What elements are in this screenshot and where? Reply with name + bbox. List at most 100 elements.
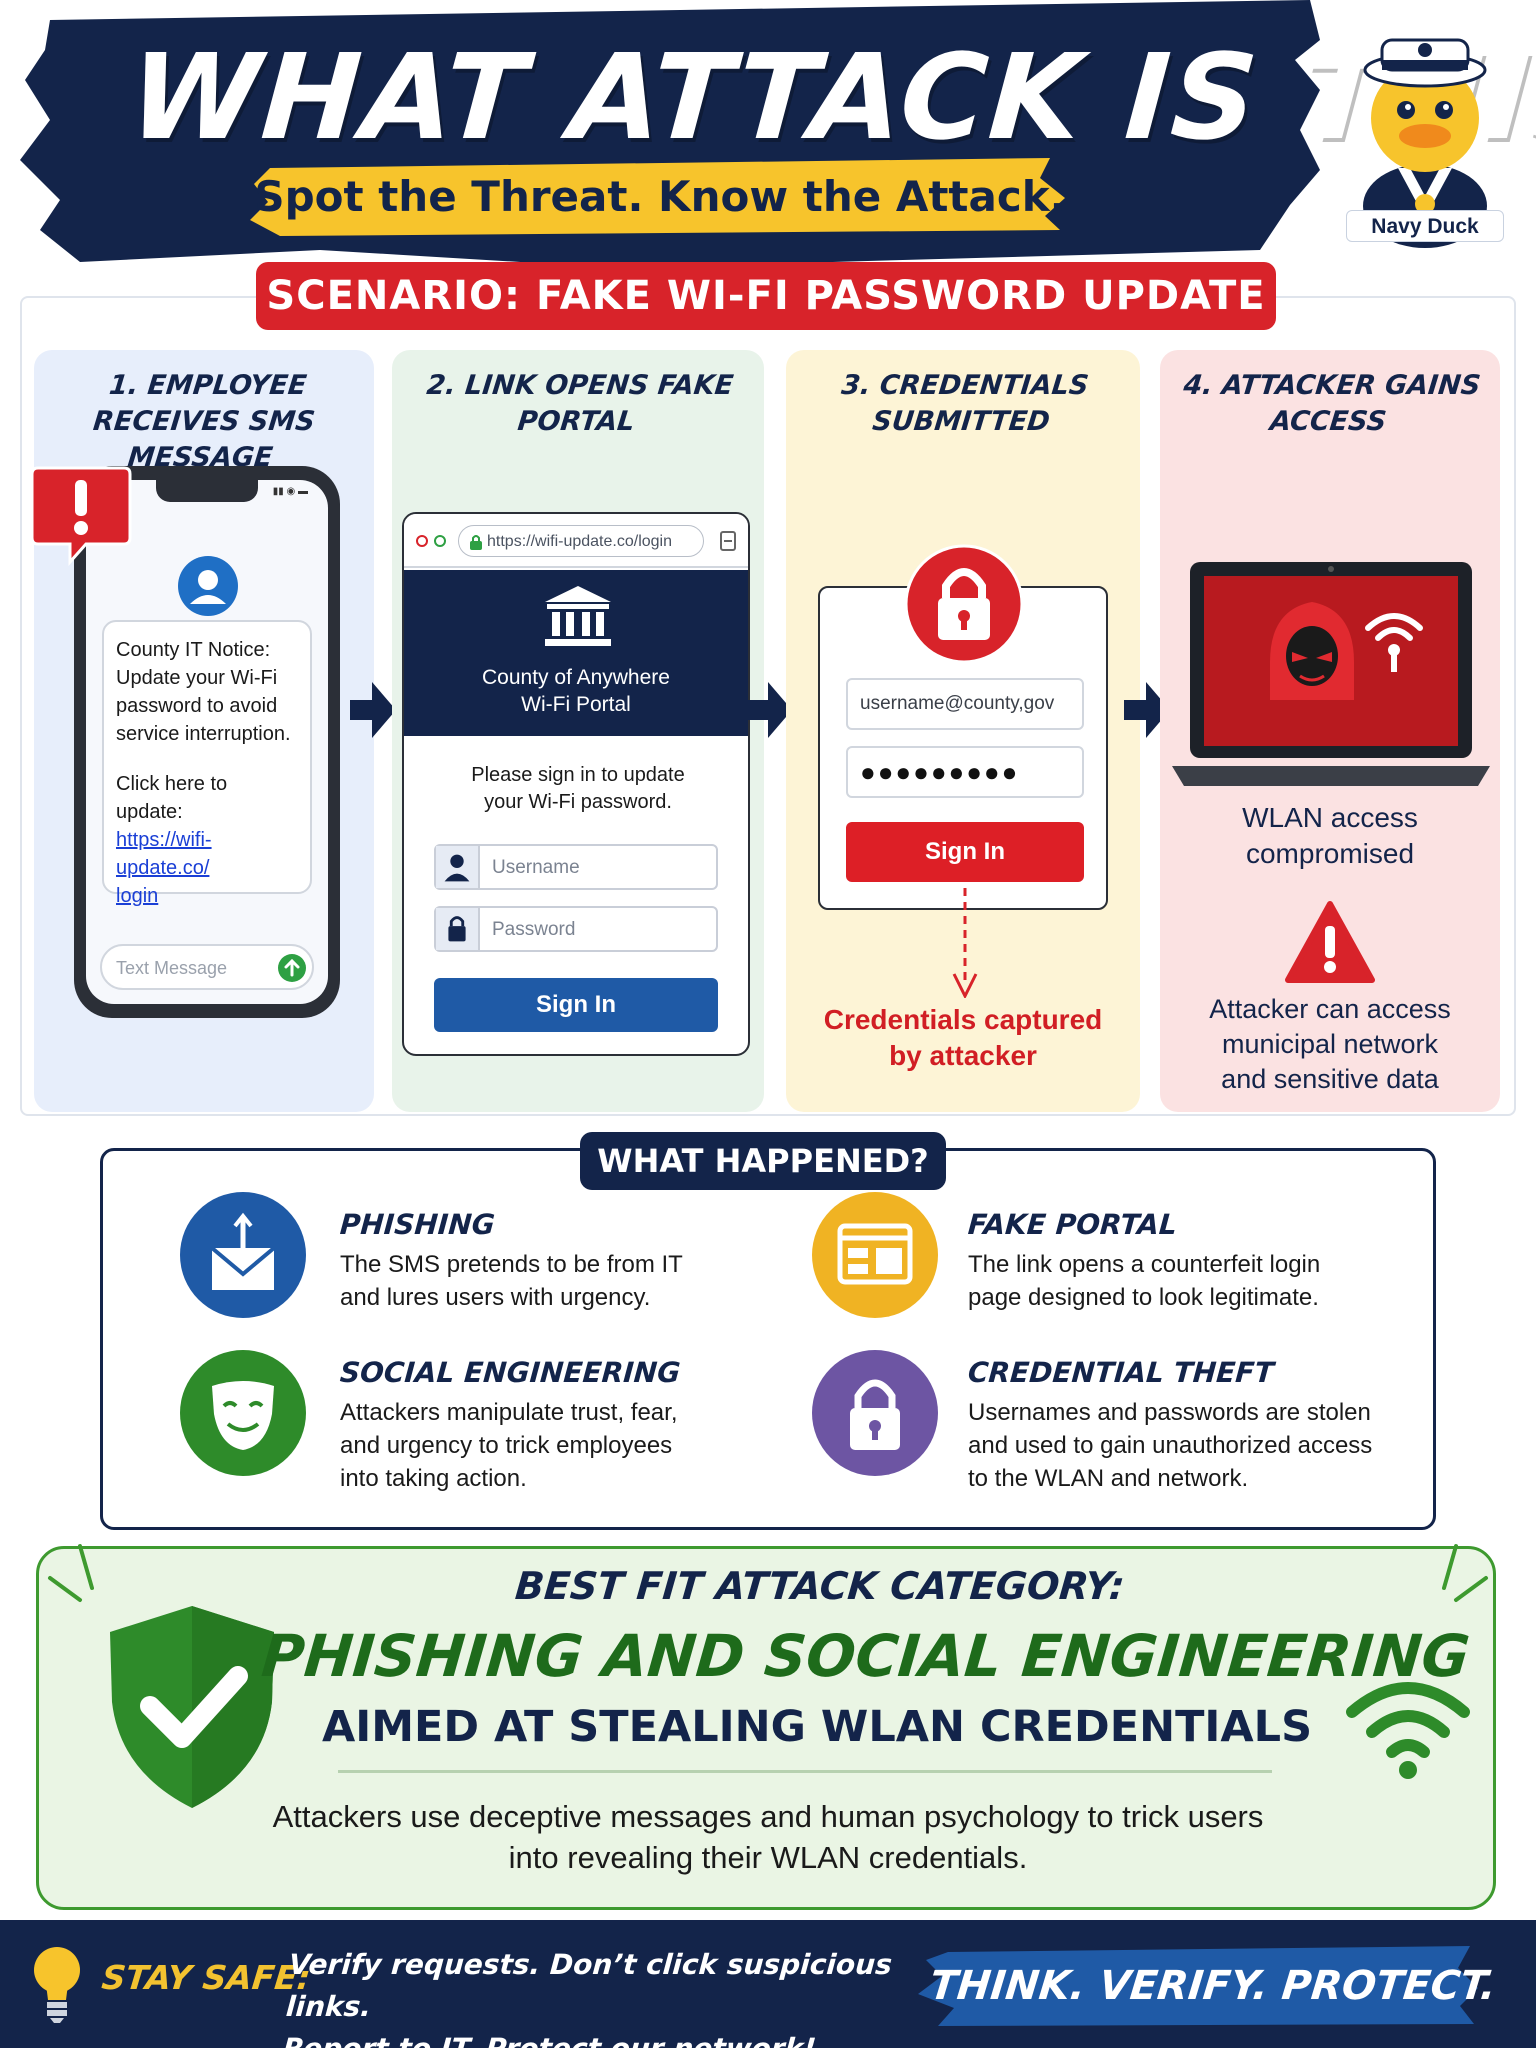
shield-check-icon: [110, 1606, 274, 1808]
desc-line: Usernames and passwords are stolen: [968, 1399, 1371, 1426]
highlight-spark-icon: [48, 1544, 94, 1602]
credential-username-field[interactable]: username@county,gov: [846, 678, 1084, 730]
sms-message-bubble: County IT Notice: Update your Wi-Fi pass…: [102, 620, 312, 907]
sms-line: Update your Wi-Fi: [116, 667, 278, 689]
divider: [338, 1770, 1272, 1773]
url-lock-icon: [470, 535, 482, 550]
what-happened-label: WHAT HAPPENED?: [580, 1132, 946, 1190]
mascot-label: Navy Duck: [1346, 210, 1504, 242]
sms-phishing-link-end[interactable]: login: [116, 885, 159, 907]
footer-message: Verify requests. Don’t click suspicious …: [282, 1944, 931, 2048]
desc-line: into revealing their WLAN credentials.: [508, 1840, 1028, 1875]
portal-header: County of Anywhere Wi-Fi Portal: [404, 570, 748, 736]
credentials-captured-caption: Credentials captured by attacker: [800, 1002, 1126, 1074]
hacker-icon: [1270, 602, 1354, 700]
wifi-icon: [1365, 613, 1423, 672]
sms-line: password to avoid: [116, 695, 278, 717]
desc-line: and lures users with urgency.: [340, 1284, 651, 1311]
sms-input-placeholder: Text Message: [116, 958, 228, 978]
concept-desc-credential-theft: Usernames and passwords are stolen and u…: [968, 1396, 1408, 1495]
desc-line: into taking action.: [340, 1465, 527, 1492]
subtitle-brush: [250, 158, 1065, 236]
compromised-laptop-icon: [1172, 562, 1490, 786]
footer-line: Verify requests. Don’t click suspicious …: [284, 1948, 894, 2023]
send-arrow-icon[interactable]: [278, 954, 306, 982]
fake-webpage-icon: [812, 1192, 938, 1318]
wlan-compromised-status: WLAN access compromised: [1170, 800, 1490, 872]
portal-prompt-line: Please sign in to update: [471, 764, 685, 786]
portal-sign-in-button[interactable]: Sign In: [434, 978, 718, 1032]
lightbulb-icon: [34, 1947, 80, 2023]
impact-line: municipal network: [1221, 1029, 1439, 1059]
best-fit-category: PHISHING AND SOCIAL ENGINEERING: [259, 1622, 1473, 1690]
status-line: WLAN access: [1242, 802, 1418, 833]
capture-arrow-icon: [952, 888, 978, 998]
footer-slogan: THINK. VERIFY. PROTECT.: [927, 1963, 1499, 2009]
portal-name-line: Wi-Fi Portal: [521, 693, 631, 716]
url-text: https://wifi-update.co/login: [487, 533, 672, 550]
what-happened-box: [100, 1148, 1436, 1530]
best-fit-box: [36, 1546, 1496, 1910]
browser-menu-icon[interactable]: [720, 531, 736, 551]
page-subtitle: Spot the Threat. Know the Attack.: [254, 172, 1066, 221]
step-title-1: 1. EMPLOYEE RECEIVES SMS MESSAGE: [91, 370, 317, 473]
wifi-icon: [1346, 1682, 1470, 1779]
concept-desc-fake-portal: The link opens a counterfeit login page …: [968, 1248, 1408, 1314]
credential-sign-in-button[interactable]: Sign In: [846, 822, 1084, 882]
warning-triangle-icon: [1285, 901, 1375, 983]
attacker-impact-text: Attacker can access municipal network an…: [1168, 992, 1492, 1097]
browser-toolbar: https://wifi-update.co/login: [404, 514, 748, 568]
concept-title-phishing: PHISHING: [338, 1208, 496, 1241]
caption-line: by attacker: [889, 1040, 1037, 1071]
portal-name-line: County of Anywhere: [482, 666, 670, 689]
desc-line: The SMS pretends to be from IT: [340, 1251, 683, 1278]
step-title-2: 2. LINK OPENS FAKE PORTAL: [425, 370, 735, 437]
portal-prompt: Please sign in to update your Wi-Fi pass…: [424, 762, 732, 816]
stay-safe-label: STAY SAFE:: [99, 1958, 313, 1997]
credential-password-field[interactable]: ●●●●●●●●●: [846, 746, 1084, 798]
page-title: WHAT ATTACK IS THIS?: [125, 28, 1536, 166]
best-fit-description: Attackers use deceptive messages and hum…: [200, 1796, 1336, 1878]
best-fit-label: BEST FIT ATTACK CATEGORY:: [513, 1564, 1127, 1608]
government-building-icon: [545, 586, 611, 646]
concept-title-credential-theft: CREDENTIAL THEFT: [966, 1356, 1275, 1389]
status-line: compromised: [1245, 838, 1415, 869]
concept-title-fake-portal: FAKE PORTAL: [966, 1208, 1178, 1241]
step-title-3: 3. CREDENTIALS SUBMITTED: [839, 370, 1091, 437]
address-bar[interactable]: https://wifi-update.co/login: [458, 525, 704, 557]
caption-line: Credentials captured: [823, 1004, 1103, 1035]
phone-notch: [156, 480, 258, 502]
phone-mockup: ▮▮ ◉ ▬ County IT Notice: Update your Wi-…: [74, 466, 340, 1018]
portal-prompt-line: your Wi-Fi password.: [484, 791, 672, 813]
lock-icon: [436, 908, 480, 950]
mask-icon: [180, 1350, 306, 1476]
desc-line: to the WLAN and network.: [968, 1465, 1249, 1492]
portal-username-field[interactable]: Username: [434, 844, 718, 890]
sms-line: County IT Notice:: [116, 639, 271, 661]
contact-avatar-icon: [178, 556, 238, 616]
portal-name: County of Anywhere Wi-Fi Portal: [404, 664, 748, 718]
slogan-brush-banner: [918, 1946, 1478, 2026]
flow-arrow-icon: [746, 682, 792, 738]
sms-cta: Click here to update:: [116, 773, 228, 823]
concept-desc-social-engineering: Attackers manipulate trust, fear, and ur…: [340, 1396, 780, 1495]
header: WHAT ATTACK IS THIS? Spot the Threat. Kn…: [0, 0, 1536, 300]
concept-desc-phishing: The SMS pretends to be from IT and lures…: [340, 1248, 780, 1314]
desc-line: and urgency to trick employees: [340, 1432, 673, 1459]
subtitle-banner: Spot the Threat. Know the Attack.: [250, 158, 1070, 236]
desc-line: Attackers use deceptive messages and hum…: [272, 1799, 1264, 1834]
sms-line: service interruption.: [116, 723, 291, 745]
step-title-4: 4. ATTACKER GAINS ACCESS: [1181, 370, 1482, 437]
sms-phishing-link[interactable]: https://wifi-update.co/: [116, 829, 212, 879]
user-icon: [436, 846, 480, 888]
desc-line: and used to gain unauthorized access: [968, 1432, 1373, 1459]
sms-gap: [116, 748, 298, 770]
desc-line: The link opens a counterfeit login: [968, 1251, 1321, 1278]
padlock-icon: [812, 1350, 938, 1476]
browser-controls-icon: [416, 535, 446, 547]
highlight-spark-icon: [1442, 1544, 1488, 1602]
sms-text-input[interactable]: Text Message: [100, 944, 314, 990]
username-placeholder: Username: [492, 857, 580, 878]
fake-portal-browser: https://wifi-update.co/login County of A…: [402, 512, 750, 1056]
portal-password-field[interactable]: Password: [434, 906, 718, 952]
